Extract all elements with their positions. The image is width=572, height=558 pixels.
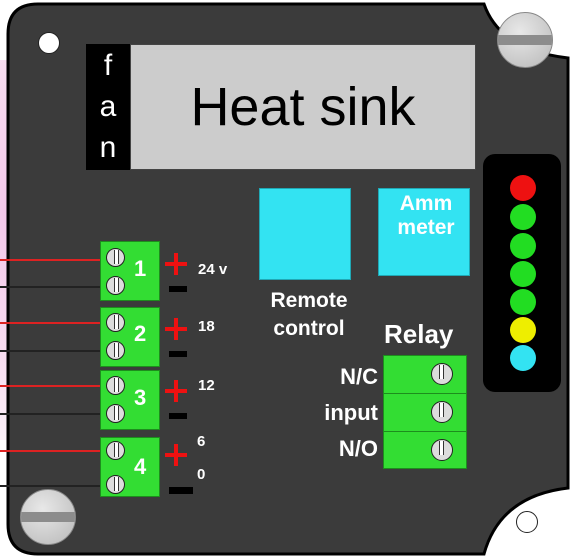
mounting-screw-top-right xyxy=(497,12,553,68)
terminal-4-number: 4 xyxy=(134,454,147,479)
minus-sign-4 xyxy=(169,487,193,494)
remote-label-line2: control xyxy=(273,317,345,341)
terminal-3-screw-top xyxy=(106,376,125,395)
plus-sign-3-vert xyxy=(174,380,178,402)
led-indicator-1 xyxy=(510,175,536,201)
relay-terminal-block xyxy=(383,355,467,469)
terminal-1-number: 1 xyxy=(134,256,147,281)
led-indicator-5 xyxy=(510,289,536,315)
relay-screw-no xyxy=(431,439,453,461)
relay-label-no: N/O xyxy=(338,436,378,461)
wire-red-1 xyxy=(0,259,108,261)
ammeter-box xyxy=(378,188,470,276)
mounting-screw-bottom-left xyxy=(20,489,76,545)
relay-divider-1 xyxy=(383,393,467,394)
relay-screw-nc xyxy=(431,363,453,385)
relay-title: Relay xyxy=(384,319,454,349)
relay-screw-input xyxy=(431,401,453,423)
wire-red-3 xyxy=(0,385,108,387)
wire-black-4 xyxy=(0,485,108,487)
terminal-2-screw-bottom xyxy=(106,341,125,360)
wire-red-2 xyxy=(0,322,108,324)
wire-red-4 xyxy=(0,450,108,452)
heat-sink-label: Heat sink xyxy=(190,77,416,137)
voltage-label-24v: 24 v xyxy=(198,261,228,278)
fan-letter-f: f xyxy=(103,49,113,83)
remote-control-box xyxy=(259,188,351,280)
wire-black-2 xyxy=(0,350,108,352)
led-indicator-2 xyxy=(510,204,536,230)
minus-sign-1 xyxy=(169,286,187,292)
plus-sign-4-vert xyxy=(174,444,178,466)
wire-black-1 xyxy=(0,286,108,288)
terminal-3-number: 3 xyxy=(134,385,147,410)
fan-letter-n: n xyxy=(99,130,117,164)
mounting-hole-bottom-right xyxy=(516,511,538,533)
relay-label-input: input xyxy=(324,400,378,425)
fan-letter-a: a xyxy=(99,89,117,123)
minus-sign-3 xyxy=(169,413,187,419)
terminal-3-screw-bottom xyxy=(106,404,125,423)
voltage-label-0: 0 xyxy=(197,466,206,483)
ammeter-label-line1: Amm xyxy=(399,192,453,215)
led-indicator-6 xyxy=(510,317,536,343)
led-indicator-3 xyxy=(510,233,536,259)
terminal-4-screw-top xyxy=(106,441,125,460)
ammeter-label-line2: meter xyxy=(397,216,455,240)
relay-divider-2 xyxy=(383,431,467,432)
minus-sign-2 xyxy=(169,351,187,357)
terminal-2-screw-top xyxy=(106,313,125,332)
voltage-label-12: 12 xyxy=(198,377,215,394)
plus-sign-2-vert xyxy=(174,318,178,340)
ammeter-label: Amm meter xyxy=(380,192,472,240)
terminal-1-screw-bottom xyxy=(106,276,125,295)
terminal-1-screw-top xyxy=(106,248,125,267)
voltage-label-18: 18 xyxy=(198,318,215,335)
mounting-hole-top-left xyxy=(38,32,60,54)
fan-label-box: f a n xyxy=(86,44,130,170)
heat-sink: Heat sink xyxy=(130,44,476,170)
led-indicator-7 xyxy=(510,345,536,371)
remote-label-line1: Remote xyxy=(270,289,348,312)
voltage-label-6: 6 xyxy=(197,433,206,450)
terminal-2-number: 2 xyxy=(134,321,147,346)
terminal-4-screw-bottom xyxy=(106,475,125,494)
remote-control-label: Remote control xyxy=(254,287,364,344)
wire-black-3 xyxy=(0,413,108,415)
plus-sign-1-vert xyxy=(174,253,178,275)
led-indicator-4 xyxy=(510,261,536,287)
relay-label-nc: N/C xyxy=(340,364,378,389)
